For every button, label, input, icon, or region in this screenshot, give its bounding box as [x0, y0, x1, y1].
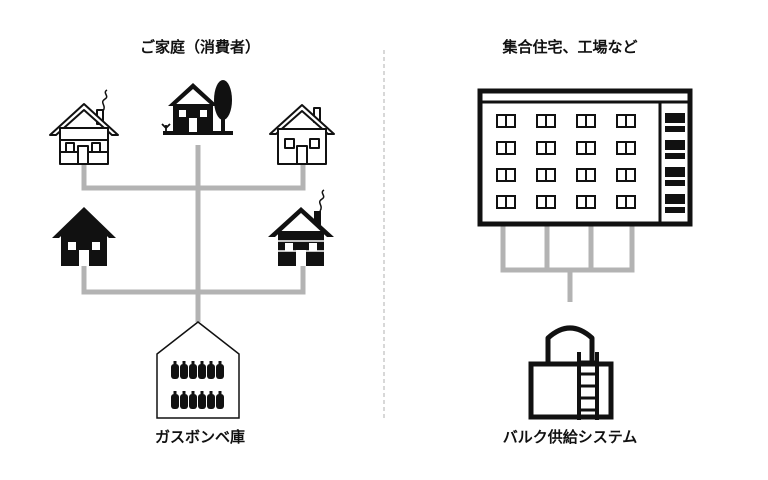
gas-cylinder-storage-icon — [156, 321, 240, 419]
bulk-storage-tank-icon — [528, 325, 614, 420]
house-outline-icon — [269, 104, 335, 165]
log-cabin-outline-icon — [49, 89, 119, 165]
right-pipes — [500, 222, 635, 302]
left-pipes — [81, 145, 306, 322]
household-title: ご家庭（消費者） — [139, 38, 260, 56]
log-cabin-solid-icon — [268, 189, 334, 266]
apartment-building-icon — [477, 88, 693, 227]
building-staircase — [665, 113, 685, 213]
gas-cylinder-storage-label: ガスボンベ庫 — [154, 428, 245, 446]
bulk-supply-system-label: バルク供給システム — [502, 428, 638, 446]
apartment-factory-title: 集合住宅、工場など — [502, 38, 638, 56]
house-solid-icon — [52, 207, 116, 266]
house-with-tree-icon — [161, 80, 233, 135]
